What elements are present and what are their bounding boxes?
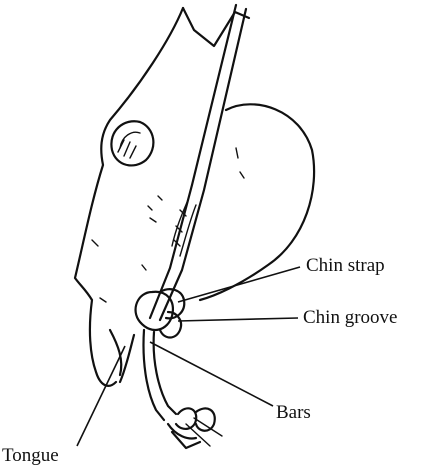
bars-leader — [150, 342, 273, 406]
label-bars: Bars — [276, 402, 311, 423]
bit-and-chain-drawing — [120, 200, 222, 448]
chin-groove-leader — [178, 318, 298, 321]
chin-strap-leader — [178, 267, 300, 302]
rein-drawing — [150, 5, 246, 320]
label-chin-groove: Chin groove — [303, 307, 397, 328]
label-chin-strap: Chin strap — [306, 255, 385, 276]
label-tongue: Tongue — [2, 445, 59, 465]
tongue-leader — [77, 346, 125, 446]
horse-head-drawing — [75, 8, 314, 386]
